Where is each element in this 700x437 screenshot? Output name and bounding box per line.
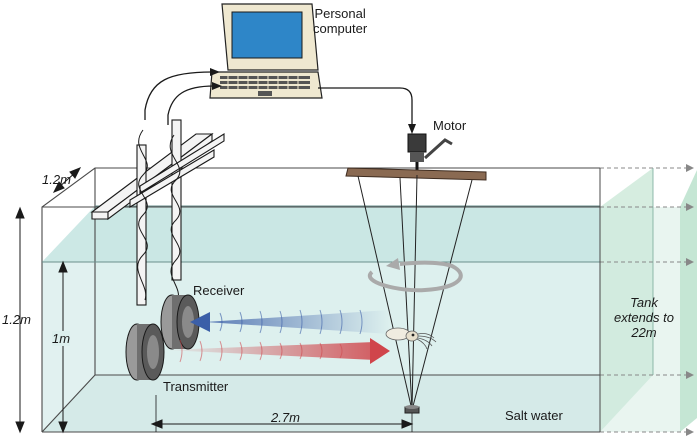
squid-icon xyxy=(385,327,437,350)
tank-depth-label: 1.2m xyxy=(2,312,31,327)
weight-icon xyxy=(404,405,420,414)
tank-end-panel xyxy=(600,168,653,432)
salt-water-label: Salt water xyxy=(505,408,563,423)
dimension-lines xyxy=(15,167,414,434)
computer-label: Personal computer xyxy=(313,6,367,36)
cables xyxy=(144,71,413,128)
water-depth-label: 1m xyxy=(52,331,71,346)
receiver-label: Receiver xyxy=(193,283,245,298)
computer-label-line1: Personal xyxy=(314,6,366,21)
gantry-frame xyxy=(90,119,225,306)
suspension-lines xyxy=(357,174,473,411)
tank-note-line2: extends to xyxy=(614,310,674,325)
computer-icon xyxy=(209,3,323,99)
distance-label: 2.7m xyxy=(271,410,300,425)
transmit-beam xyxy=(165,338,390,364)
motor-label: Motor xyxy=(433,118,467,133)
transducer-icon xyxy=(125,294,200,381)
water-surface xyxy=(42,206,600,262)
tank-width-label: 1.2m xyxy=(42,172,71,187)
motor-icon xyxy=(407,133,453,175)
computer-label-line2: computer xyxy=(313,21,368,36)
tank-note-line1: Tank xyxy=(630,295,658,310)
tank-floor xyxy=(42,375,600,432)
tank-note-line3: 22m xyxy=(631,325,657,340)
rotation-arrow xyxy=(367,260,463,293)
rotating-platform xyxy=(345,167,487,181)
receive-beam xyxy=(190,309,390,335)
coiled-cables xyxy=(137,129,181,301)
tank-note: Tank extends to 22m xyxy=(604,295,684,340)
transmitter-label: Transmitter xyxy=(163,379,229,394)
tank-end-front xyxy=(600,207,680,432)
